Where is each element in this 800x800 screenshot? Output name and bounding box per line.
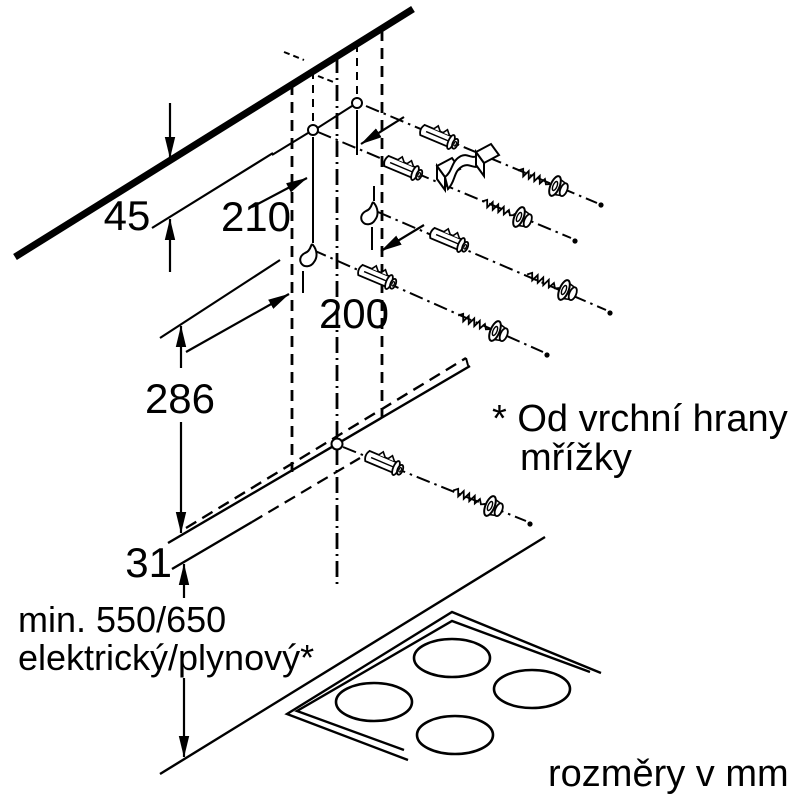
hook-right	[360, 201, 379, 226]
screw-icon	[477, 190, 536, 233]
footnote-line2: mřížky	[520, 437, 632, 479]
burner	[415, 714, 495, 756]
hood-body-reference-line	[159, 259, 281, 339]
screw-icon	[448, 479, 507, 522]
units-label: rozměry v mm	[548, 753, 789, 795]
dimension-210: 210	[221, 116, 405, 240]
anchor-icon	[380, 150, 427, 184]
min-clearance-line1: min. 550/650	[18, 599, 226, 640]
dimension-45-label: 45	[104, 192, 151, 239]
footnote: * Od vrchní hrany mřížky	[492, 398, 788, 479]
upper-mounting-holes	[271, 97, 363, 243]
dimension-286-label: 286	[145, 375, 215, 422]
cooktop	[284, 610, 602, 762]
axis-left-hook	[312, 249, 544, 353]
burner	[492, 668, 572, 710]
dimension-min-clearance: min. 550/650 elektrický/plynový*	[18, 599, 314, 758]
axis-end-dots	[527, 202, 613, 527]
mounting-bracket	[435, 142, 501, 194]
mounting-hole-left	[307, 124, 319, 136]
rail-center-hole	[330, 437, 344, 451]
anchor-icon	[354, 259, 401, 293]
cooktop-reference-line	[159, 535, 546, 776]
dimension-286: 286	[145, 325, 215, 534]
lower-rail	[167, 356, 471, 571]
dimension-45: 45	[104, 103, 176, 272]
burner	[334, 681, 414, 723]
min-clearance-line2: elektrický/plynový*	[18, 637, 314, 678]
dimension-200: 200	[185, 224, 425, 353]
mounting-hole-right	[351, 97, 363, 109]
anchor-icon	[361, 445, 408, 479]
wall-line	[13, 6, 415, 260]
dimension-31-label: 31	[125, 539, 172, 586]
anchor-icon	[426, 222, 473, 256]
burner	[412, 637, 492, 679]
anchor-icon	[416, 119, 463, 153]
screw-icon	[453, 304, 512, 347]
footnote-line1: * Od vrchní hrany	[492, 398, 788, 440]
dimension-210-label: 210	[221, 193, 291, 240]
duct-outline	[283, 30, 384, 585]
hook-left	[299, 243, 318, 268]
dimension-31: 31	[125, 539, 190, 598]
hanging-hooks	[299, 186, 379, 293]
screw-icon	[513, 159, 572, 202]
cooktop-inner-edge	[294, 619, 591, 752]
cooktop-outer-edge	[284, 610, 602, 762]
hood-top-reference-line	[151, 152, 274, 229]
screw-icon	[522, 263, 581, 306]
dimension-200-label: 200	[319, 290, 389, 337]
burners	[334, 637, 572, 756]
